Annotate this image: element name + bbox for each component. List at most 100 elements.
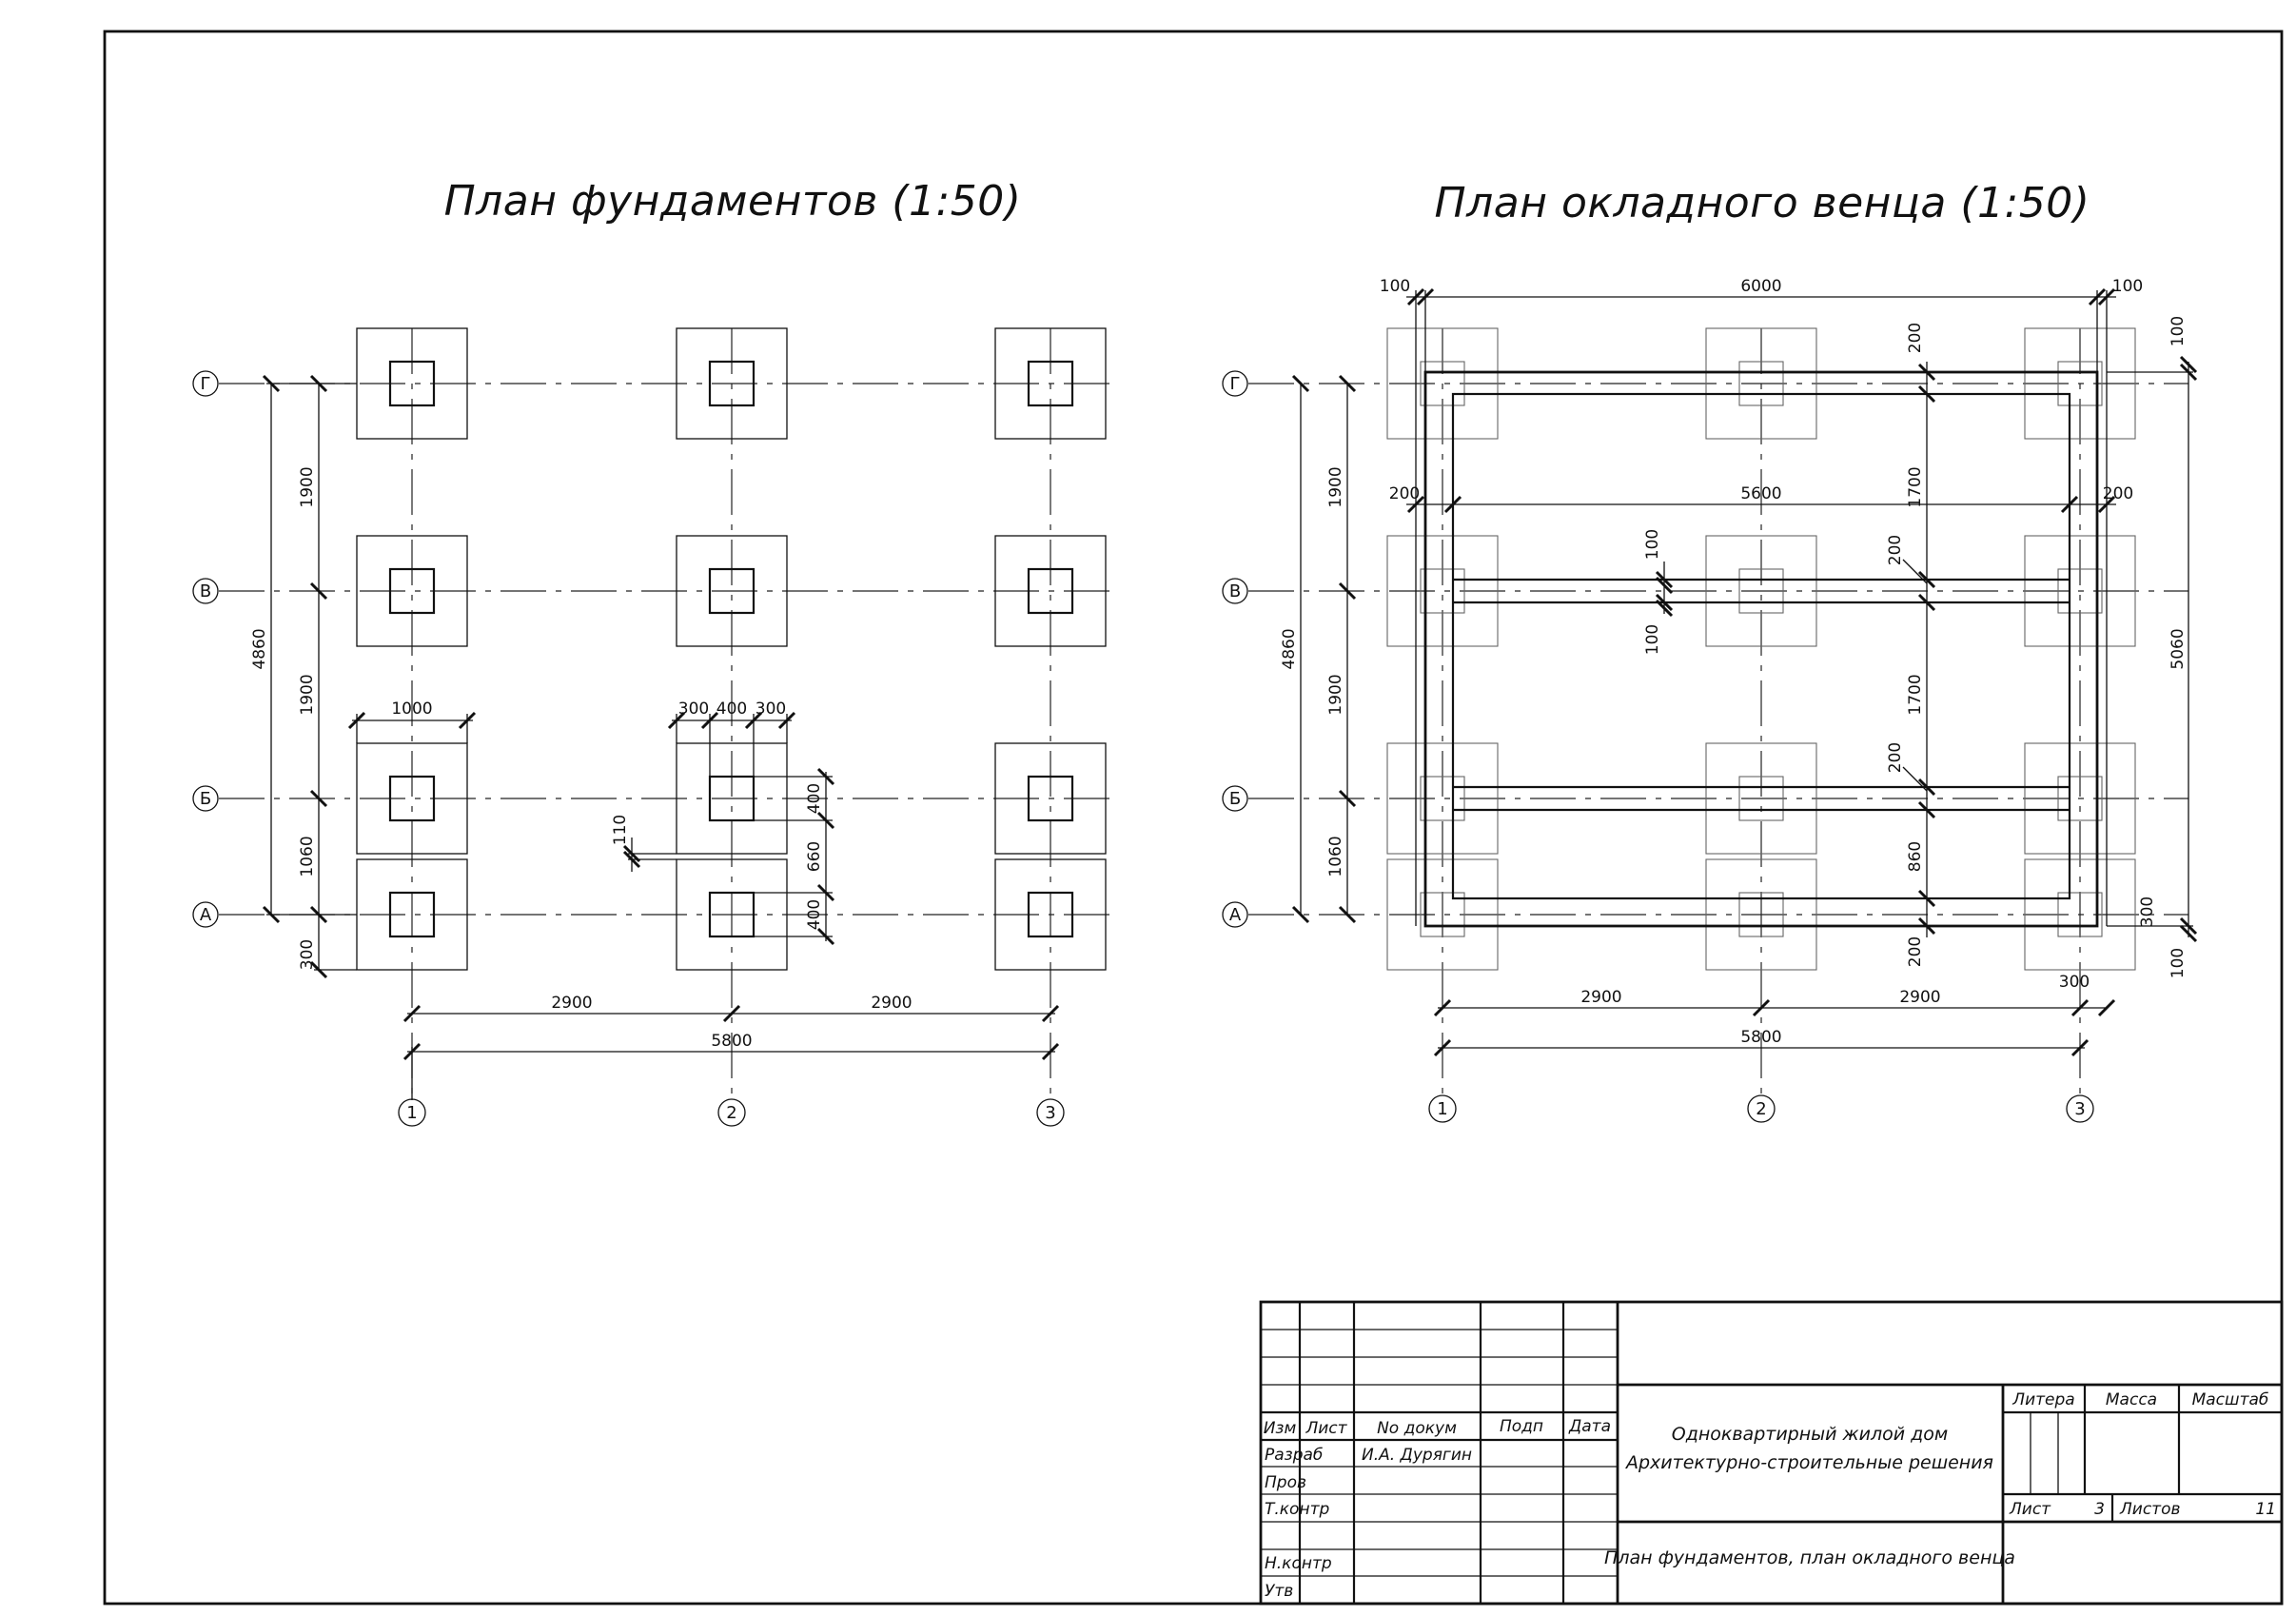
dim-chunk: 300 xyxy=(678,700,709,719)
dim-tick xyxy=(1416,287,1435,306)
pier xyxy=(708,360,756,407)
dim-chunk: 300 xyxy=(756,700,786,719)
dim-tick xyxy=(1291,905,1310,924)
dim-tick xyxy=(1443,495,1462,514)
dim-pier: 660 xyxy=(805,841,824,872)
footing xyxy=(994,327,1107,440)
tb-sheets-label: Листов xyxy=(2119,1500,2181,1519)
dim-tick xyxy=(309,581,328,601)
dim-tick xyxy=(1917,363,1936,382)
axis-label-row: А xyxy=(1229,905,1242,925)
dim-right-total: 5060 xyxy=(2168,628,2188,669)
axis-marker xyxy=(1222,578,1248,604)
axis-label-row: Б xyxy=(200,789,211,809)
tb-role-dev: Разраб xyxy=(1265,1446,1323,1465)
dim-row: 1060 xyxy=(298,836,317,877)
tb-col-izm: Изм xyxy=(1264,1419,1297,1438)
axis-marker xyxy=(1428,1094,1457,1123)
dim-mid-left: 200 xyxy=(1389,484,1420,503)
dim-top-left: 100 xyxy=(1380,277,1410,296)
dim-pier: 400 xyxy=(805,899,824,930)
tb-role-ncontrol: Н.контр xyxy=(1265,1554,1332,1573)
pier xyxy=(708,567,756,615)
dim-bottom-right: 300 xyxy=(2059,973,2090,992)
dim-tick xyxy=(402,1004,422,1023)
footing xyxy=(356,535,468,647)
right-plan-title: План окладного венца (1:50) xyxy=(1435,179,2090,227)
dim-bottom-beam: 200 xyxy=(1906,936,1925,967)
axis-label-row: В xyxy=(1229,581,1241,601)
dim-tick xyxy=(777,711,796,730)
tb-project-line2: Архитектурно-строительные решения xyxy=(1624,1452,1993,1473)
tb-role-approve: Утв xyxy=(1265,1582,1293,1601)
dim-tick xyxy=(2097,495,2116,514)
pier xyxy=(1027,567,1074,615)
dim-tick xyxy=(1752,998,1771,1017)
axis-label-col: 1 xyxy=(406,1103,417,1123)
pier xyxy=(388,360,436,407)
sill-inner-frame xyxy=(1451,392,2071,900)
dim-tick xyxy=(309,905,328,924)
dim-tick xyxy=(816,883,835,902)
axis-label-col: 2 xyxy=(1756,1099,1766,1119)
axis-marker xyxy=(1036,1098,1065,1127)
sill-outer-frame xyxy=(1423,370,2099,928)
dim-tick xyxy=(262,374,281,393)
axis-label-row: Б xyxy=(1229,789,1241,809)
axis-label-col: 3 xyxy=(1045,1103,1055,1123)
tb-col-list: Лист xyxy=(1305,1419,1347,1438)
dim-tick xyxy=(1291,374,1310,393)
dim-bay: 1700 xyxy=(1906,466,1925,507)
dim-tick xyxy=(347,711,366,730)
footing xyxy=(676,327,788,440)
dim-tick xyxy=(1917,778,1936,797)
dim-tick xyxy=(2179,916,2198,936)
left-plan-title: План фундаментов (1:50) xyxy=(444,177,1022,226)
footing xyxy=(994,535,1107,647)
dim-total-horizontal: 5800 xyxy=(1740,1028,1781,1047)
dim-tick xyxy=(2070,1038,2090,1057)
dim-bay: 860 xyxy=(1906,841,1925,872)
dim-tick xyxy=(1338,905,1357,924)
tb-massa: Масса xyxy=(2106,1390,2157,1409)
dim-beam-bottom: 100 xyxy=(1643,624,1662,655)
dim-tick xyxy=(744,711,763,730)
dim-tick xyxy=(1917,800,1936,819)
dim-span: 2900 xyxy=(871,994,912,1013)
tb-sheet-title: План фундаментов, план окладного венца xyxy=(1604,1547,2015,1568)
tb-col-doc: No докум xyxy=(1377,1419,1457,1438)
axis-marker xyxy=(717,1098,746,1127)
dim-tick xyxy=(667,711,686,730)
dim-row: 1060 xyxy=(1326,836,1345,877)
dim-tick xyxy=(1655,599,1674,618)
tb-project-line1: Одноквартирный жилой дом xyxy=(1672,1424,1949,1445)
dim-bay: 1700 xyxy=(1906,674,1925,715)
dim-tick xyxy=(1655,570,1674,589)
dim-beam: 200 xyxy=(1886,535,1905,565)
dim-total-vertical: 4860 xyxy=(250,628,269,669)
foundation-plan: Г В Б А 1 2 3 4860 1900 1900 1060 300 xyxy=(192,327,1118,1127)
footing xyxy=(676,742,788,855)
dim-right-bottom: 300 xyxy=(2138,897,2157,927)
dim-tick xyxy=(2097,287,2116,306)
pier xyxy=(388,891,436,938)
tb-sheet-value: 3 xyxy=(2094,1500,2105,1519)
pier xyxy=(708,775,756,822)
dim-right-top: 100 xyxy=(2168,316,2188,346)
footing xyxy=(356,742,468,855)
footings-background xyxy=(1386,327,2136,971)
sheet-frame xyxy=(103,30,2284,1606)
tb-role-check: Пров xyxy=(1265,1473,1306,1492)
dim-tick xyxy=(262,905,281,924)
axis-marker xyxy=(192,370,219,397)
dim-row: 1900 xyxy=(298,674,317,715)
pier xyxy=(388,775,436,822)
tb-sheet-label: Лист xyxy=(2009,1500,2051,1519)
dim-tick xyxy=(1433,1038,1452,1057)
dim-right-bottom: 100 xyxy=(2168,948,2188,978)
tb-sheets-value: 11 xyxy=(2255,1500,2276,1519)
dim-tick xyxy=(700,711,719,730)
dim-span: 2900 xyxy=(1899,988,1940,1007)
